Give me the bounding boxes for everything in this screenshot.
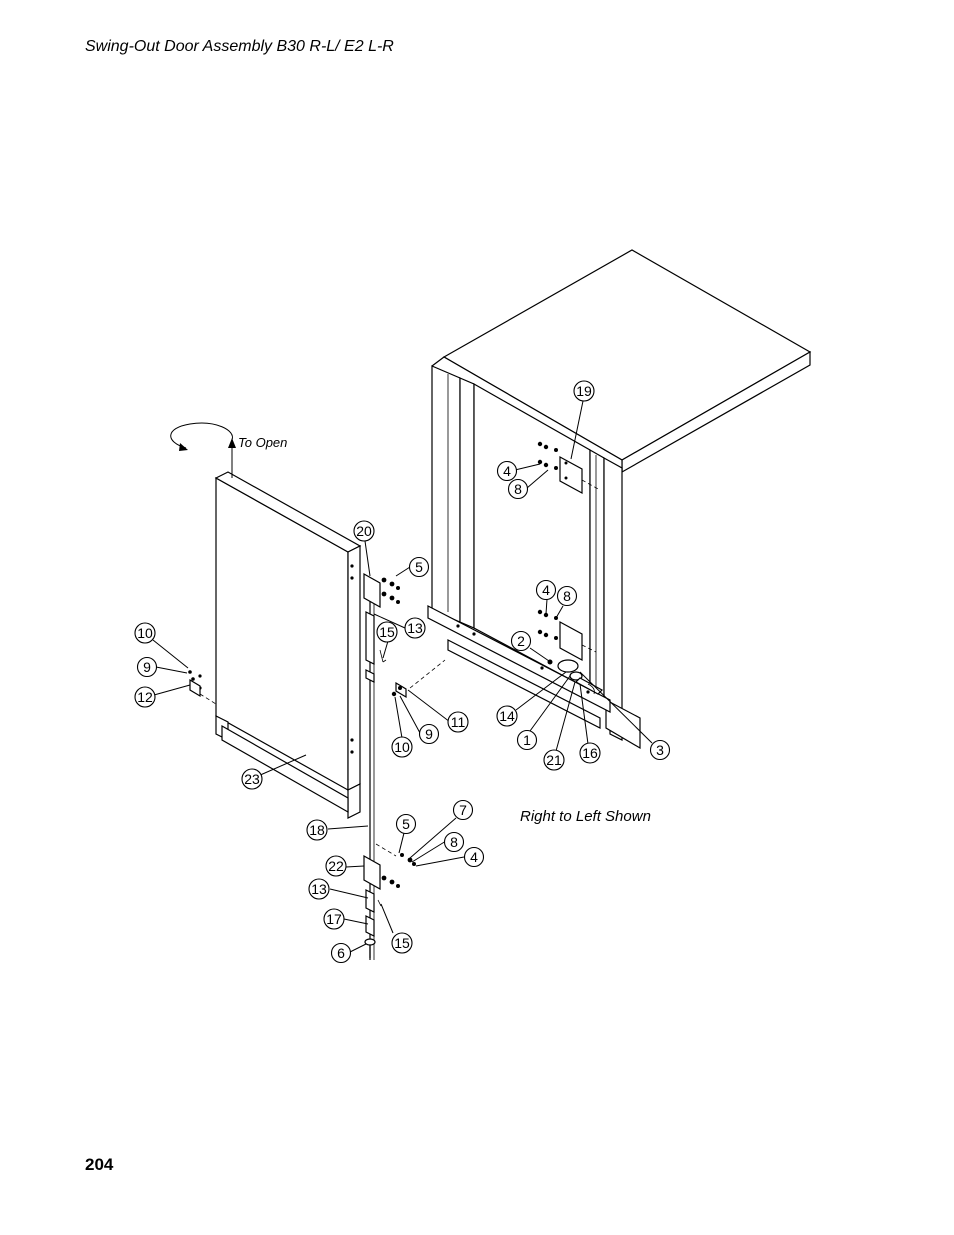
svg-text:3: 3	[656, 742, 664, 758]
svg-text:5: 5	[402, 816, 410, 832]
callout-7: 7	[452, 799, 474, 821]
door-panel	[198, 471, 362, 819]
svg-text:19: 19	[576, 383, 592, 399]
svg-text:2: 2	[517, 633, 525, 649]
callout-19: 19	[573, 380, 595, 402]
svg-text:17: 17	[326, 911, 342, 927]
callout-12: 12	[134, 686, 156, 708]
callout-6: 6	[330, 942, 352, 964]
to-open-label: To Open	[238, 435, 287, 450]
svg-text:6: 6	[337, 945, 345, 961]
svg-text:15: 15	[379, 624, 395, 640]
callout-8: 8	[443, 831, 465, 853]
callout-11: 11	[447, 711, 469, 733]
svg-text:10: 10	[394, 739, 410, 755]
svg-text:18: 18	[309, 822, 325, 838]
callout-15: 15	[391, 932, 413, 954]
svg-text:13: 13	[407, 620, 423, 636]
svg-text:15: 15	[394, 935, 410, 951]
callout-9: 9	[136, 656, 158, 678]
callout-21: 21	[543, 749, 565, 771]
svg-text:14: 14	[499, 708, 515, 724]
leader-lines	[152, 400, 653, 953]
callout-4: 4	[496, 460, 518, 482]
svg-text:4: 4	[542, 582, 550, 598]
svg-text:23: 23	[244, 771, 260, 787]
svg-text:1: 1	[523, 732, 531, 748]
callout-20: 20	[353, 520, 375, 542]
cabinet	[427, 249, 812, 750]
svg-text:22: 22	[328, 858, 344, 874]
rotation-arrow-icon	[170, 422, 236, 478]
callout-5: 5	[408, 556, 430, 578]
page-title: Swing-Out Door Assembly B30 R-L/ E2 L-R	[85, 38, 394, 55]
left-bracket	[188, 670, 201, 698]
svg-text:13: 13	[311, 881, 327, 897]
callout-14: 14	[496, 705, 518, 727]
svg-text:5: 5	[415, 559, 423, 575]
svg-text:21: 21	[546, 752, 562, 768]
svg-text:9: 9	[143, 659, 151, 675]
callout-13: 13	[404, 617, 426, 639]
page-number: 204	[85, 1155, 114, 1174]
callout-2: 2	[510, 630, 532, 652]
svg-text:10: 10	[137, 625, 153, 641]
hinge-rod-assembly	[363, 572, 446, 960]
callout-18: 18	[306, 819, 328, 841]
svg-text:12: 12	[137, 689, 153, 705]
svg-text:4: 4	[503, 463, 511, 479]
svg-text:16: 16	[582, 745, 598, 761]
svg-text:9: 9	[425, 726, 433, 742]
callout-10: 10	[391, 736, 413, 758]
svg-text:7: 7	[459, 802, 467, 818]
svg-text:20: 20	[356, 523, 372, 539]
svg-text:4: 4	[470, 849, 478, 865]
callout-5: 5	[395, 813, 417, 835]
svg-text:8: 8	[450, 834, 458, 850]
callouts: 19 4 8 4 8 2 14 1 21 16 3 20 5 13 15 10 …	[134, 380, 671, 964]
callout-8: 8	[556, 585, 578, 607]
svg-text:8: 8	[563, 588, 571, 604]
callout-23: 23	[241, 768, 263, 790]
callout-15: 15	[376, 621, 398, 643]
callout-8: 8	[507, 478, 529, 500]
svg-text:8: 8	[514, 481, 522, 497]
callout-4: 4	[535, 579, 557, 601]
callout-4: 4	[463, 846, 485, 868]
callout-10: 10	[134, 622, 156, 644]
callout-13: 13	[308, 878, 330, 900]
svg-text:11: 11	[451, 714, 466, 730]
callout-1: 1	[516, 729, 538, 751]
caption-label: Right to Left Shown	[520, 808, 651, 825]
callout-22: 22	[325, 855, 347, 877]
callout-9: 9	[418, 723, 440, 745]
callout-16: 16	[579, 742, 601, 764]
callout-17: 17	[323, 908, 345, 930]
callout-3: 3	[649, 739, 671, 761]
